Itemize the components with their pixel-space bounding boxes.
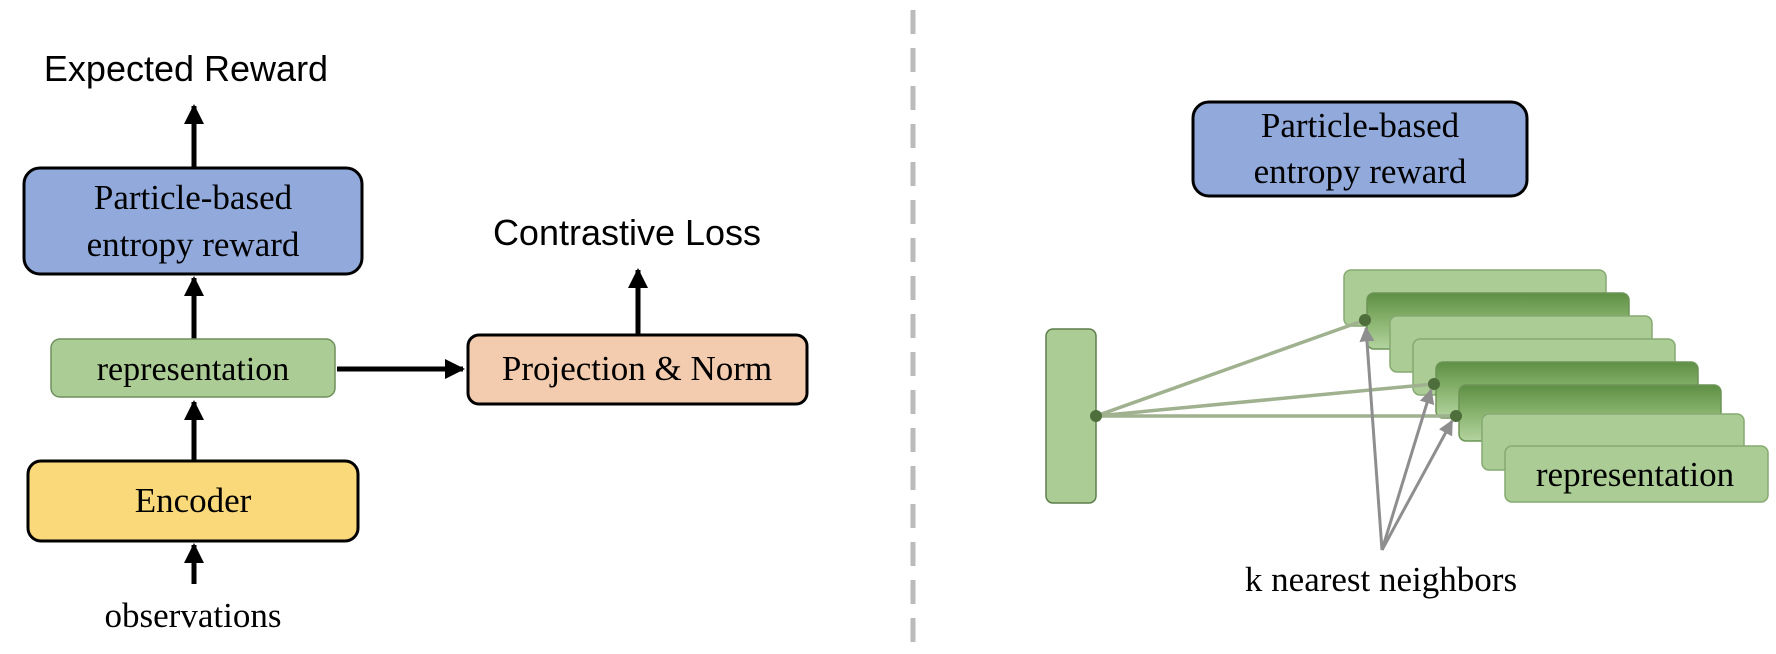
right-reward-box-line1: Particle-based bbox=[1261, 106, 1460, 145]
query-representation-bar bbox=[1045, 328, 1097, 504]
representation-box: representation bbox=[50, 338, 336, 398]
reward-box-line1: Particle-based bbox=[94, 178, 293, 217]
query-to-neighbor-lines bbox=[1095, 318, 1456, 418]
stack-card-8 bbox=[1504, 445, 1769, 503]
left-panel: Expected Reward Particle-based entropy r… bbox=[22, 48, 809, 635]
encoder-box: Encoder bbox=[26, 459, 360, 543]
reward-box: Particle-based entropy reward bbox=[22, 166, 364, 276]
expected-reward-label: Expected Reward bbox=[44, 48, 328, 89]
right-panel: Particle-based entropy reward representa… bbox=[1045, 100, 1769, 599]
neighbor-point-2 bbox=[1428, 378, 1440, 390]
reward-box-line2: entropy reward bbox=[87, 225, 300, 264]
knn-label: k nearest neighbors bbox=[1245, 560, 1517, 599]
right-representation-label: representation bbox=[1536, 455, 1734, 494]
encoder-label: Encoder bbox=[135, 481, 252, 520]
representation-label: representation bbox=[97, 351, 290, 388]
observations-label: observations bbox=[105, 596, 282, 635]
right-reward-box-line2: entropy reward bbox=[1254, 152, 1467, 191]
projection-box: Projection & Norm bbox=[466, 333, 809, 406]
representation-stack: representation bbox=[1343, 269, 1769, 503]
neighbor-point-3 bbox=[1450, 410, 1462, 422]
right-reward-box: Particle-based entropy reward bbox=[1191, 100, 1529, 198]
projection-label: Projection & Norm bbox=[502, 349, 772, 388]
query-point bbox=[1090, 410, 1102, 422]
knn-arrows bbox=[1359, 326, 1454, 551]
contrastive-loss-label: Contrastive Loss bbox=[493, 212, 761, 253]
neighbor-point-1 bbox=[1359, 314, 1371, 326]
